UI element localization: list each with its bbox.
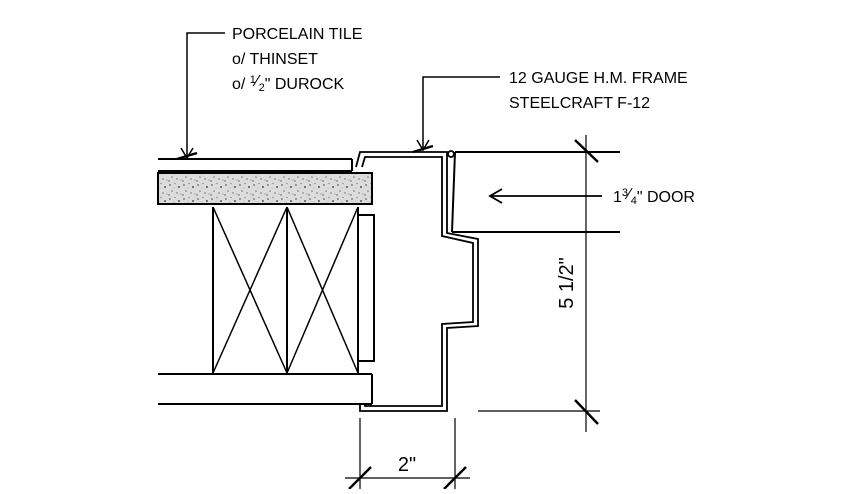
frame-stop-gasket xyxy=(447,150,455,158)
porcelain-tile xyxy=(158,158,353,172)
callout-frame-line2: STEELCRAFT F-12 xyxy=(509,95,650,112)
dimension-frame-depth-label: 5 1/2" xyxy=(556,257,578,309)
callout-frame-line1: 12 GAUGE H.M. FRAME xyxy=(509,70,688,87)
callout-tile-text: PORCELAIN TILE o/ THINSET o/ 1⁄2" DUROCK xyxy=(232,26,362,94)
callout-tile-leader xyxy=(176,32,225,161)
callout-door-fraction-den: 4 xyxy=(631,195,637,207)
callout-door-suffix: " DOOR xyxy=(637,189,695,206)
callout-tile-line2: o/ THINSET xyxy=(232,51,318,68)
durock-board xyxy=(157,172,373,205)
callout-door-text: 13⁄4" DOOR xyxy=(613,186,695,207)
callout-tile-line3-prefix: o/ xyxy=(232,76,250,93)
wall-assembly xyxy=(157,158,375,405)
dimension-frame-face xyxy=(345,466,470,490)
callout-frame-text: 12 GAUGE H.M. FRAME STEELCRAFT F-12 xyxy=(509,70,688,112)
callout-door-whole: 1 xyxy=(613,189,622,206)
callout-door-fraction-slash: ⁄ xyxy=(624,186,633,203)
callout-tile-line1: PORCELAIN TILE xyxy=(232,26,362,43)
dimension-frame-face-label: 2" xyxy=(398,454,416,476)
door-edge xyxy=(451,151,620,233)
callout-tile-fraction-slash: ⁄ xyxy=(252,73,261,90)
dimension-frame-depth xyxy=(574,135,599,432)
wood-stud-block xyxy=(212,206,359,374)
callout-frame-leader xyxy=(412,76,500,154)
shim-block xyxy=(357,214,375,362)
callout-tile-fraction-den: 2 xyxy=(259,82,265,94)
extension-lines xyxy=(359,410,600,489)
callout-tile-fraction-num: 1 xyxy=(250,74,256,86)
bottom-wallboard xyxy=(158,373,373,405)
callout-tile-line3-suffix: " DUROCK xyxy=(265,76,345,93)
callout-tile-line3: o/ 1⁄2" DUROCK xyxy=(232,73,345,94)
callout-door-fraction-num: 3 xyxy=(622,187,628,199)
callout-door-arrow xyxy=(488,188,602,204)
